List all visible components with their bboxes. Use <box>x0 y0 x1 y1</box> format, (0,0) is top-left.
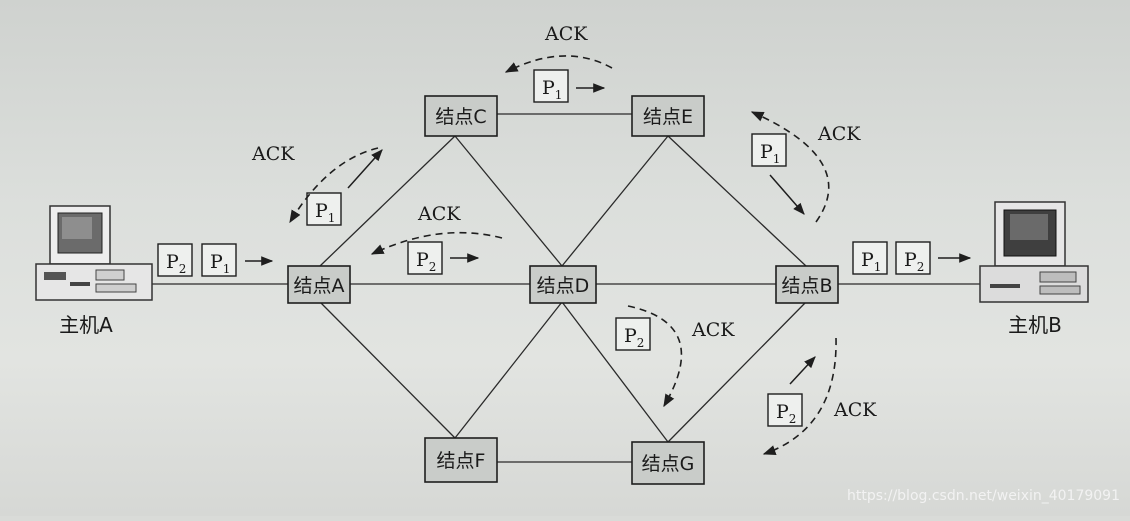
arrow-e-to-b <box>769 174 805 215</box>
packet-p2-a-to-d: P2 <box>407 241 443 275</box>
svg-text:P1: P1 <box>210 251 230 276</box>
link-E-B <box>667 135 807 267</box>
ack-arc-d-to-g <box>627 305 683 408</box>
svg-text:P1: P1 <box>760 141 780 166</box>
computer-icon-host-a <box>35 205 153 301</box>
packet-p1-a-to-c: P1 <box>306 192 342 226</box>
ack-label-e-c: ACK <box>544 23 588 45</box>
node-c: 结点C <box>424 95 498 137</box>
node-e-label: 结点E <box>643 106 693 128</box>
node-a: 结点A <box>287 265 351 304</box>
link-D-E <box>561 135 669 267</box>
node-d-label: 结点D <box>537 275 590 297</box>
node-e: 结点E <box>631 95 705 137</box>
watermark-text: https://blog.csdn.net/weixin_40179091 <box>847 488 1120 504</box>
node-a-label: 结点A <box>294 275 345 297</box>
link-D-G <box>561 301 669 443</box>
ack-label-d-g: ACK <box>691 319 735 341</box>
node-b-label: 结点B <box>781 275 832 297</box>
link-A-F <box>319 301 456 439</box>
ack-arc-e-to-c <box>504 55 613 73</box>
node-b: 结点B <box>775 265 839 304</box>
host-a-label: 主机A <box>59 313 113 337</box>
packet-p1-host-a: P1 <box>201 243 237 277</box>
host-b-label: 主机B <box>1008 313 1062 337</box>
node-f-label: 结点F <box>437 450 486 472</box>
link-D-F <box>454 301 563 439</box>
svg-text:P2: P2 <box>624 325 644 350</box>
node-g: 结点G <box>631 441 705 485</box>
link-C-D <box>454 135 563 267</box>
packet-p1-host-b: P1 <box>852 241 888 275</box>
packet-p2-host-a: P2 <box>157 243 193 277</box>
node-c-label: 结点C <box>435 106 486 128</box>
arrow-a-to-c <box>347 149 383 189</box>
svg-text:P1: P1 <box>315 200 335 225</box>
node-d: 结点D <box>529 265 597 304</box>
ack-label-b-e: ACK <box>817 123 861 145</box>
svg-text:P2: P2 <box>166 251 186 276</box>
computer-icon-host-b <box>979 201 1089 303</box>
packet-p1-e-to-b: P1 <box>751 133 787 167</box>
ack-label-c-a: ACK <box>251 143 295 165</box>
arrow-g-to-b <box>789 356 816 385</box>
ack-arc-d-to-a <box>370 231 503 255</box>
ack-label-d-a: ACK <box>417 203 461 225</box>
svg-text:P2: P2 <box>904 249 924 274</box>
svg-text:P2: P2 <box>776 401 796 426</box>
ack-label-b-g: ACK <box>833 399 877 421</box>
packet-p2-d-to-g: P2 <box>615 317 651 351</box>
ack-arc-b-to-g <box>762 337 837 456</box>
packet-p2-host-b: P2 <box>895 241 931 275</box>
packet-p2-g-to-b: P2 <box>767 393 803 427</box>
packet-p1-c-to-e: P1 <box>533 69 569 103</box>
svg-text:P1: P1 <box>542 77 562 102</box>
ack-arc-b-to-e <box>750 111 830 223</box>
link-A-C <box>319 135 456 267</box>
network-links <box>150 113 985 463</box>
node-g-label: 结点G <box>642 453 695 475</box>
svg-text:P2: P2 <box>416 249 436 274</box>
svg-text:P1: P1 <box>861 249 881 274</box>
node-f: 结点F <box>424 437 498 483</box>
link-G-B <box>667 301 807 443</box>
ack-arc-c-to-a <box>289 147 379 224</box>
